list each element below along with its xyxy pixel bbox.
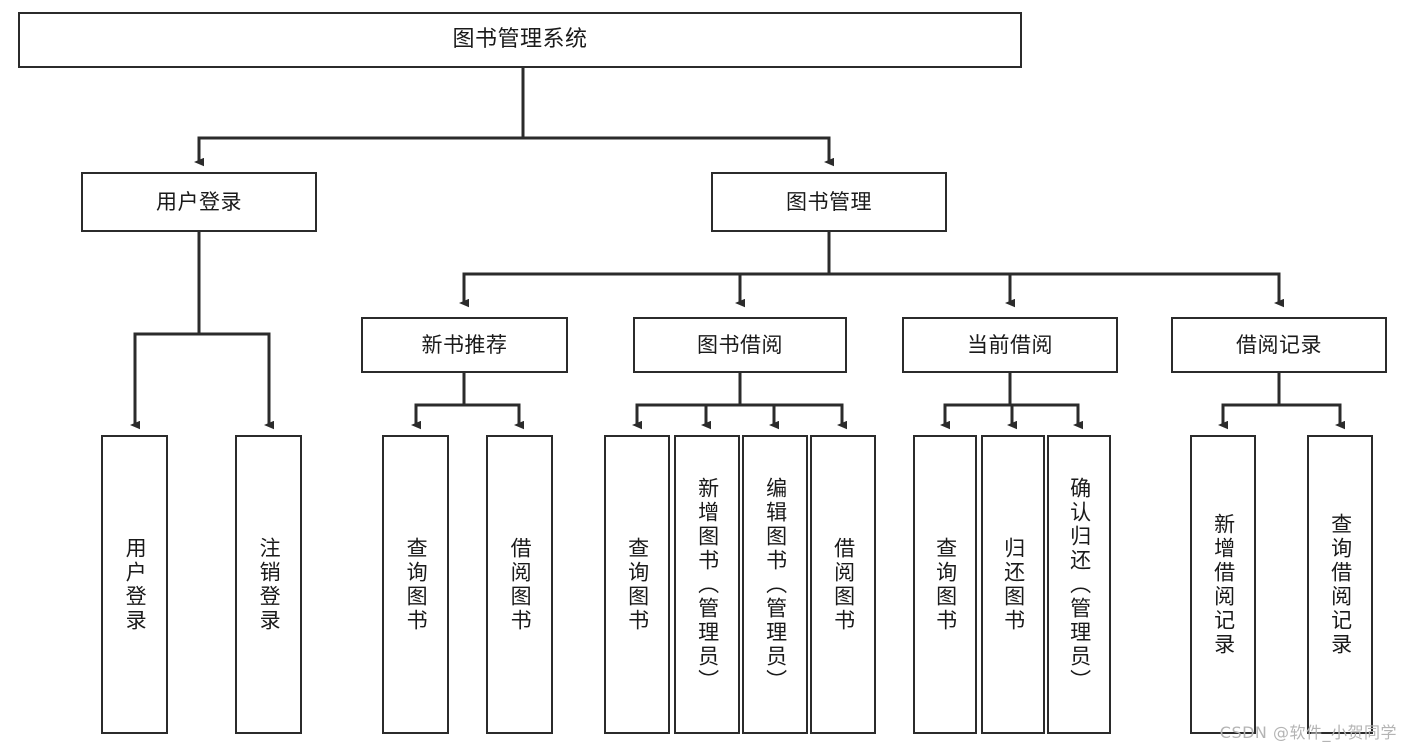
leaf-query-book-recommend[interactable]: 查询图书 xyxy=(382,435,449,734)
leaf-label: 注销登录 xyxy=(257,536,282,633)
node-label: 用户登录 xyxy=(156,189,242,214)
leaf-label: 查询图书 xyxy=(625,536,650,633)
leaf-borrow-book-recommend[interactable]: 借阅图书 xyxy=(486,435,553,734)
leaf-label: 借阅图书 xyxy=(508,536,533,633)
leaf-edit-book-admin[interactable]: 编辑图书（管理员） xyxy=(742,435,808,734)
node-borrow-record[interactable]: 借阅记录 xyxy=(1171,317,1387,373)
leaf-return-book[interactable]: 归还图书 xyxy=(981,435,1045,734)
csdn-watermark: CSDN @软件_小贺同学 xyxy=(1219,723,1397,742)
leaf-label: 新增借阅记录 xyxy=(1211,512,1236,657)
leaf-user-login[interactable]: 用户登录 xyxy=(101,435,168,734)
node-book-management[interactable]: 图书管理 xyxy=(711,172,947,232)
leaf-add-borrow-record[interactable]: 新增借阅记录 xyxy=(1190,435,1256,734)
leaf-logout[interactable]: 注销登录 xyxy=(235,435,302,734)
node-label: 图书借阅 xyxy=(697,332,783,357)
leaf-label: 确认归还（管理员） xyxy=(1067,476,1092,693)
node-label: 当前借阅 xyxy=(967,332,1053,357)
leaf-query-book[interactable]: 查询图书 xyxy=(604,435,670,734)
leaf-add-book-admin[interactable]: 新增图书（管理员） xyxy=(674,435,740,734)
leaf-query-book-current[interactable]: 查询图书 xyxy=(913,435,977,734)
leaf-label: 查询图书 xyxy=(404,536,429,633)
leaf-label: 借阅图书 xyxy=(831,536,856,633)
node-label: 新书推荐 xyxy=(421,332,508,357)
leaf-query-borrow-record[interactable]: 查询借阅记录 xyxy=(1307,435,1373,734)
leaf-borrow-book[interactable]: 借阅图书 xyxy=(810,435,876,734)
leaf-label: 归还图书 xyxy=(1001,536,1026,633)
node-label: 借阅记录 xyxy=(1236,332,1322,357)
leaf-label: 查询借阅记录 xyxy=(1328,512,1353,657)
node-current-borrow[interactable]: 当前借阅 xyxy=(902,317,1118,373)
leaf-label: 新增图书（管理员） xyxy=(695,476,720,693)
leaf-label: 编辑图书（管理员） xyxy=(763,476,788,693)
node-user-login[interactable]: 用户登录 xyxy=(81,172,317,232)
node-label: 图书管理 xyxy=(786,189,872,214)
node-root-system[interactable]: 图书管理系统 xyxy=(18,12,1022,68)
leaf-label: 查询图书 xyxy=(933,536,958,633)
leaf-label: 用户登录 xyxy=(123,536,148,633)
node-label: 图书管理系统 xyxy=(452,27,588,53)
node-new-book-recommend[interactable]: 新书推荐 xyxy=(361,317,568,373)
node-book-borrow[interactable]: 图书借阅 xyxy=(633,317,847,373)
leaf-confirm-return-admin[interactable]: 确认归还（管理员） xyxy=(1047,435,1111,734)
